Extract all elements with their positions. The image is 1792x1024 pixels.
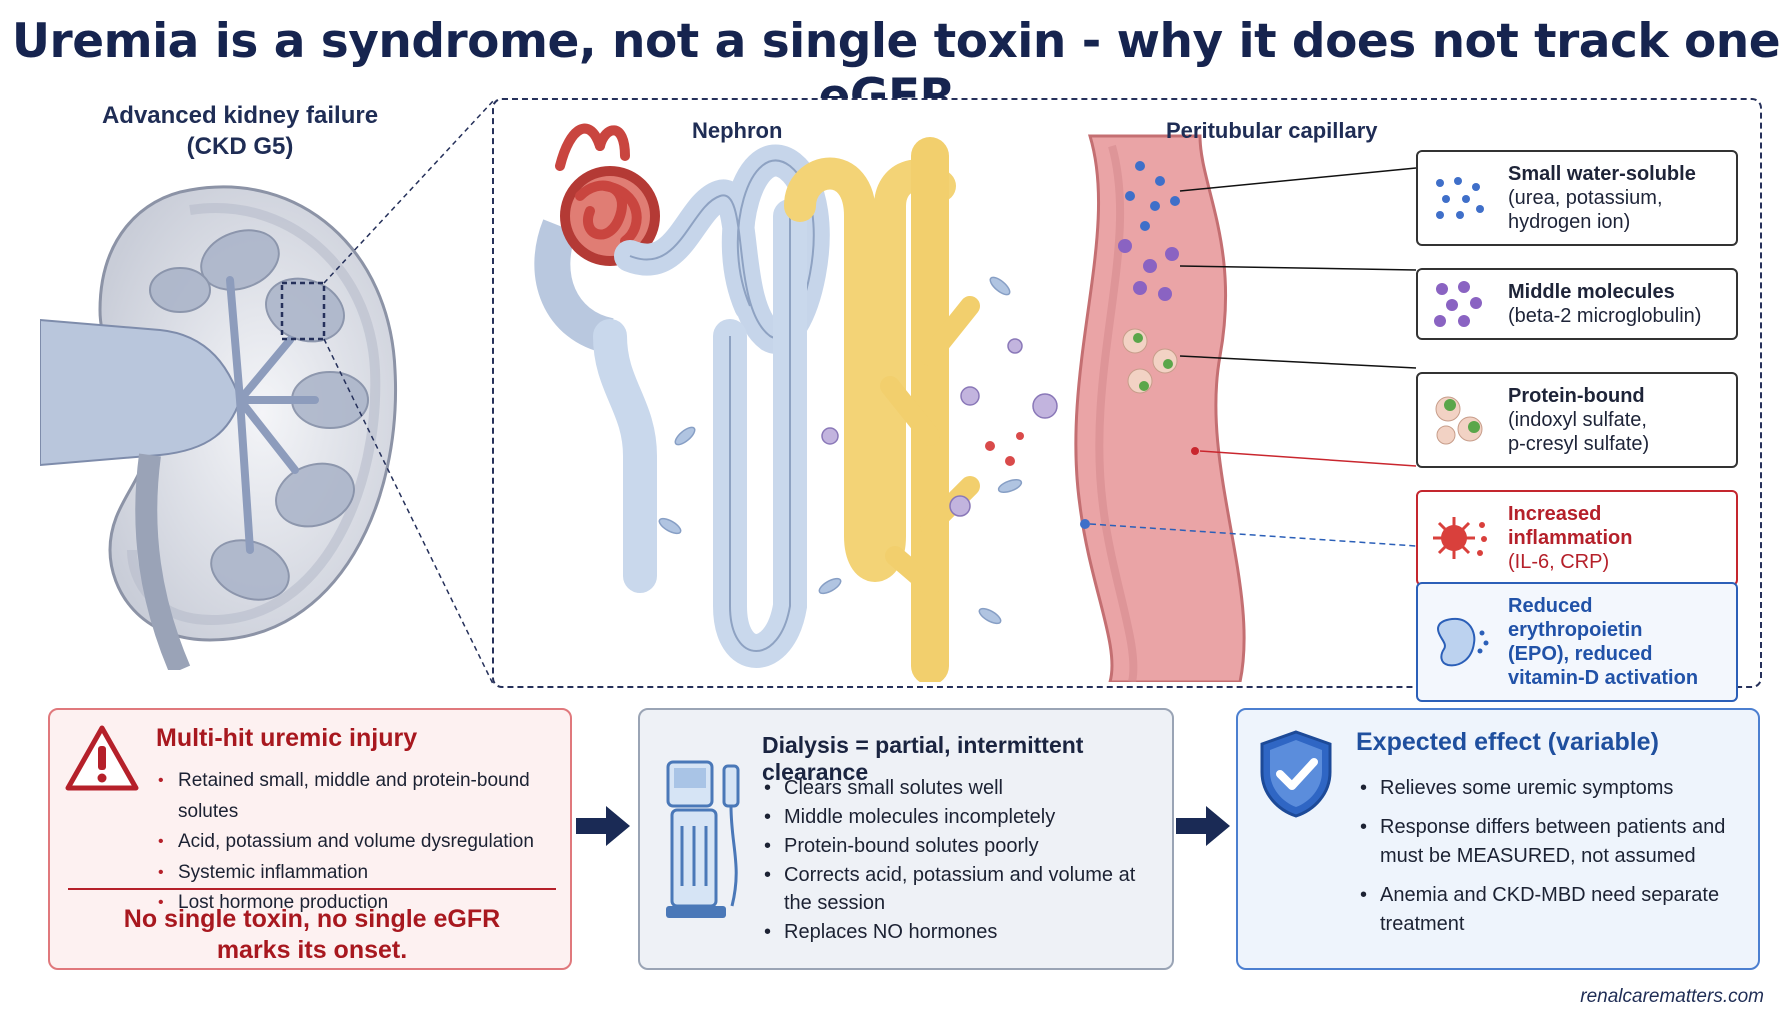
inflammation-virus-icon xyxy=(1433,517,1487,559)
leader-line-protein xyxy=(1179,355,1417,369)
list-item: Response differs between patients and mu… xyxy=(1358,813,1748,871)
callout-small-title: Small water-soluble xyxy=(1508,163,1696,185)
multi-hit-injury-box: Multi-hit uremic injury Retained small, … xyxy=(48,708,572,970)
nephron-capillary-illustration xyxy=(534,123,1417,682)
loop-of-henle xyxy=(593,199,807,668)
small-solute-dots-icon xyxy=(1436,177,1484,219)
list-item: Lost hormone production xyxy=(156,888,570,919)
kidney-illustration xyxy=(40,185,398,670)
callout-middle-molecules: Middle molecules (beta-2 microglobulin) xyxy=(1416,268,1738,340)
list-item: Clears small solutes well xyxy=(762,774,1162,802)
middle-molecule-dots-icon xyxy=(1434,281,1482,327)
callout-protein-bound: Protein-bound (indoxyl sulfate, p-cresyl… xyxy=(1416,372,1738,468)
list-item: Middle molecules incompletely xyxy=(762,803,1162,831)
leader-line-inflammation xyxy=(1199,450,1417,467)
zoom-region-box xyxy=(280,281,326,341)
callout-protein-sub2: p-cresyl sulfate) xyxy=(1508,433,1650,455)
dialysis-list: Clears small solutes well Middle molecul… xyxy=(762,774,1162,947)
capillary-middle-molecules xyxy=(1118,239,1179,301)
kidney-caption-line1: Advanced kidney failure xyxy=(101,102,379,129)
callout-hormones: Reduced erythropoietin (EPO), reduced vi… xyxy=(1416,582,1738,702)
effect-list: Relieves some uremic symptoms Response d… xyxy=(1358,774,1748,949)
leader-line-middle xyxy=(1179,265,1417,271)
ureter xyxy=(135,453,191,670)
kidney-caption: Advanced kidney failure (CKD G5) xyxy=(60,100,420,162)
callout-protein-sub1: (indoxyl sulfate, xyxy=(1508,409,1647,431)
injury-conclusion: No single toxin, no single eGFR marks it… xyxy=(68,904,556,966)
list-item: Relieves some uremic symptoms xyxy=(1358,774,1748,803)
callout-small-sub2: hydrogen ion) xyxy=(1508,211,1631,233)
injury-conclusion-line2: marks its onset. xyxy=(216,936,408,964)
callout-small-sub1: (urea, potassium, xyxy=(1508,187,1663,209)
injury-box-title: Multi-hit uremic injury xyxy=(156,724,418,752)
callout-inflammation-sub1: (IL-6, CRP) xyxy=(1508,551,1610,573)
dialysis-box-title: Dialysis = partial, intermittent clearan… xyxy=(762,732,1084,785)
callout-hormone-sub2: vitamin-D activation xyxy=(1508,667,1699,689)
distal-tubule xyxy=(784,157,956,582)
leader-line-small xyxy=(1179,167,1417,192)
list-item: Systemic inflammation xyxy=(156,858,570,889)
callout-middle-sub1: (beta-2 microglobulin) xyxy=(1508,305,1702,327)
leader-line-hormone xyxy=(1089,523,1417,547)
glomerulus xyxy=(555,123,660,266)
list-item: Acid, potassium and volume dysregulation xyxy=(156,827,570,858)
list-item: Retained small, middle and protein-bound… xyxy=(156,766,570,827)
capillary-label: Peritubular capillary xyxy=(1166,118,1378,143)
callout-hormone-title: Reduced erythropoietin xyxy=(1508,595,1643,641)
nephron-label: Nephron xyxy=(692,118,783,143)
callout-inflammation: Increased inflammation (IL-6, CRP) xyxy=(1416,490,1738,586)
warning-triangle-icon xyxy=(65,725,139,791)
injury-divider xyxy=(68,888,556,890)
footer-source: renalcarematters.com xyxy=(1580,986,1764,1007)
expected-effect-box: Expected effect (variable) Relieves some… xyxy=(1236,708,1760,970)
shield-check-icon xyxy=(1260,730,1332,818)
capillary-protein-bound xyxy=(1122,328,1178,394)
callout-small-solutes: Small water-soluble (urea, potassium, hy… xyxy=(1416,150,1738,246)
list-item: Protein-bound solutes poorly xyxy=(762,832,1162,860)
arrow-right-icon xyxy=(576,806,630,846)
list-item: Replaces NO hormones xyxy=(762,918,1162,946)
arrow-right-icon xyxy=(1176,806,1230,846)
list-item: Corrects acid, potassium and volume at t… xyxy=(762,861,1162,917)
dialysis-machine-icon xyxy=(666,760,740,918)
injury-list: Retained small, middle and protein-bound… xyxy=(156,766,570,919)
callout-inflammation-title: Increased inflammation xyxy=(1508,503,1633,549)
callout-middle-title: Middle molecules xyxy=(1508,281,1675,303)
kidney-caption-line2: (CKD G5) xyxy=(186,133,294,160)
protein-bound-icon xyxy=(1435,396,1483,445)
effect-box-title: Expected effect (variable) xyxy=(1356,728,1659,756)
injury-conclusion-line1: No single toxin, no single eGFR xyxy=(123,905,501,933)
callout-hormone-sub1: (EPO), reduced xyxy=(1508,643,1653,665)
list-item: Anemia and CKD-MBD need separate treatme… xyxy=(1358,881,1748,939)
capillary-small-solutes xyxy=(1125,161,1180,231)
dialysis-box: Dialysis = partial, intermittent clearan… xyxy=(638,708,1174,970)
kidney-hormone-icon xyxy=(1436,617,1489,667)
callout-protein-title: Protein-bound xyxy=(1508,385,1645,407)
page-title: Uremia is a syndrome, not a single toxin… xyxy=(11,14,1781,124)
